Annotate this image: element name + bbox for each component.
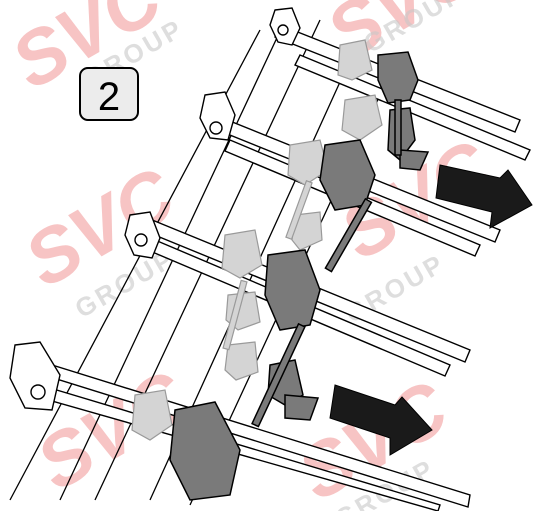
tractor-unit-2 — [319, 139, 376, 273]
tractor-unit-3 — [251, 249, 321, 428]
direction-arrows — [329, 164, 533, 456]
end-brackets — [9, 7, 301, 411]
bracket-1 — [269, 7, 301, 46]
step-number: 2 — [98, 75, 120, 119]
bracket-2 — [199, 91, 236, 141]
bracket-3 — [124, 211, 161, 259]
arrow-right-down-icon — [435, 164, 533, 229]
tractor-unit-4 — [169, 401, 241, 501]
ghost-tractors — [131, 39, 383, 441]
tractor-unit-1 — [377, 51, 430, 171]
arrow-right-down-icon — [329, 384, 433, 456]
step-badge: 2 — [79, 67, 139, 121]
tractor-units — [169, 51, 430, 501]
bracket-4 — [9, 341, 61, 411]
